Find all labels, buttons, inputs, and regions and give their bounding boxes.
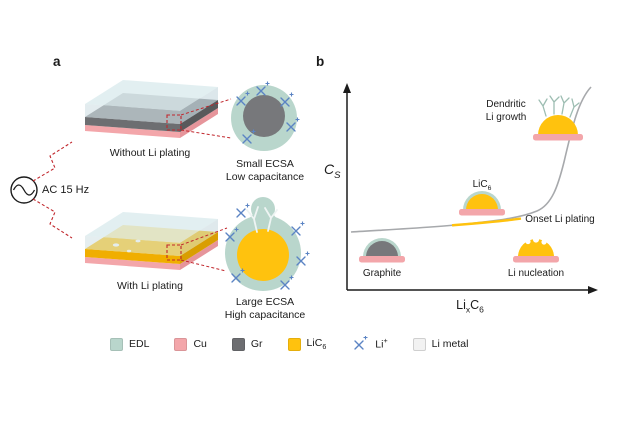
- li-metal-swatch-icon: [412, 337, 426, 351]
- dendritic-li-growth-icon: [533, 95, 583, 141]
- ac-frequency-label: AC 15 Hz: [42, 184, 90, 196]
- zoom-marker-top: [166, 98, 232, 139]
- legend: EDL Cu Gr LiC6 Li+ Li metal: [110, 336, 468, 352]
- panel-a-label: a: [53, 54, 61, 69]
- large-ecsa-caption: Large ECSA High capacitance: [204, 296, 326, 322]
- legend-item-gr: Gr: [231, 337, 263, 351]
- graphite-label: Graphite: [362, 268, 402, 279]
- without-li-plating-caption: Without Li plating: [109, 147, 191, 159]
- dendrite-sprouts: [246, 206, 278, 233]
- li-ion-legend-icon: [354, 336, 369, 350]
- lic6-label: LiC6: [472, 179, 492, 192]
- legend-item-lic6: LiC6: [287, 336, 327, 352]
- y-axis-symbol: C: [324, 161, 335, 177]
- legend-item-li-metal: Li metal: [412, 337, 469, 351]
- slab-with-li-plating: [85, 212, 218, 270]
- zoom-marker-bottom: [166, 227, 228, 272]
- onset-li-plating-label: Onset Li plating: [525, 214, 595, 225]
- with-li-plating-caption: With Li plating: [117, 280, 183, 292]
- lic6-curve-highlight: [451, 217, 522, 227]
- large-ecsa-line2: High capacitance: [224, 309, 306, 321]
- large-ecsa-line1: Large ECSA: [235, 296, 295, 308]
- lic6-swatch-icon: [287, 337, 301, 351]
- chart-axes: [343, 83, 598, 294]
- lic6-legend-label: LiC6: [306, 336, 327, 352]
- panel-b-label: b: [316, 54, 325, 69]
- gr-swatch-icon: [231, 337, 245, 351]
- y-axis-label: CS: [324, 161, 341, 182]
- small-ecsa-line2: Low capacitance: [225, 171, 305, 183]
- legend-item-edl: EDL: [110, 337, 150, 351]
- zoom-large-ecsa: [225, 197, 311, 291]
- slab-without-li-plating: [85, 80, 218, 138]
- gr-label: Gr: [250, 338, 263, 350]
- li-metal-label: Li metal: [431, 338, 469, 350]
- y-axis-subscript: S: [334, 169, 341, 181]
- legend-item-cu: Cu: [174, 337, 207, 351]
- edl-label: EDL: [129, 338, 150, 350]
- edl-swatch-icon: [110, 337, 123, 351]
- x-axis-label: LixC6: [456, 298, 484, 315]
- zoom-small-ecsa: [231, 80, 301, 151]
- li-ion-icon: [291, 220, 306, 236]
- li-nucleation-icon: [513, 236, 559, 263]
- dendritic-label: Dendritic Li growth: [485, 99, 527, 123]
- graphite-icon: [359, 238, 405, 263]
- li-nucleation-label: Li nucleation: [507, 268, 565, 279]
- small-ecsa-caption: Small ECSA Low capacitance: [204, 158, 326, 184]
- ac-source-icon: [10, 176, 38, 204]
- ac-connector-lines: [32, 141, 73, 239]
- cu-label: Cu: [193, 338, 207, 350]
- lic6-icon: [459, 191, 505, 216]
- li-ion-label: Li+: [375, 337, 388, 351]
- small-ecsa-line1: Small ECSA: [236, 158, 294, 170]
- cu-swatch-icon: [174, 337, 188, 351]
- legend-item-li-ion: Li+: [351, 336, 388, 352]
